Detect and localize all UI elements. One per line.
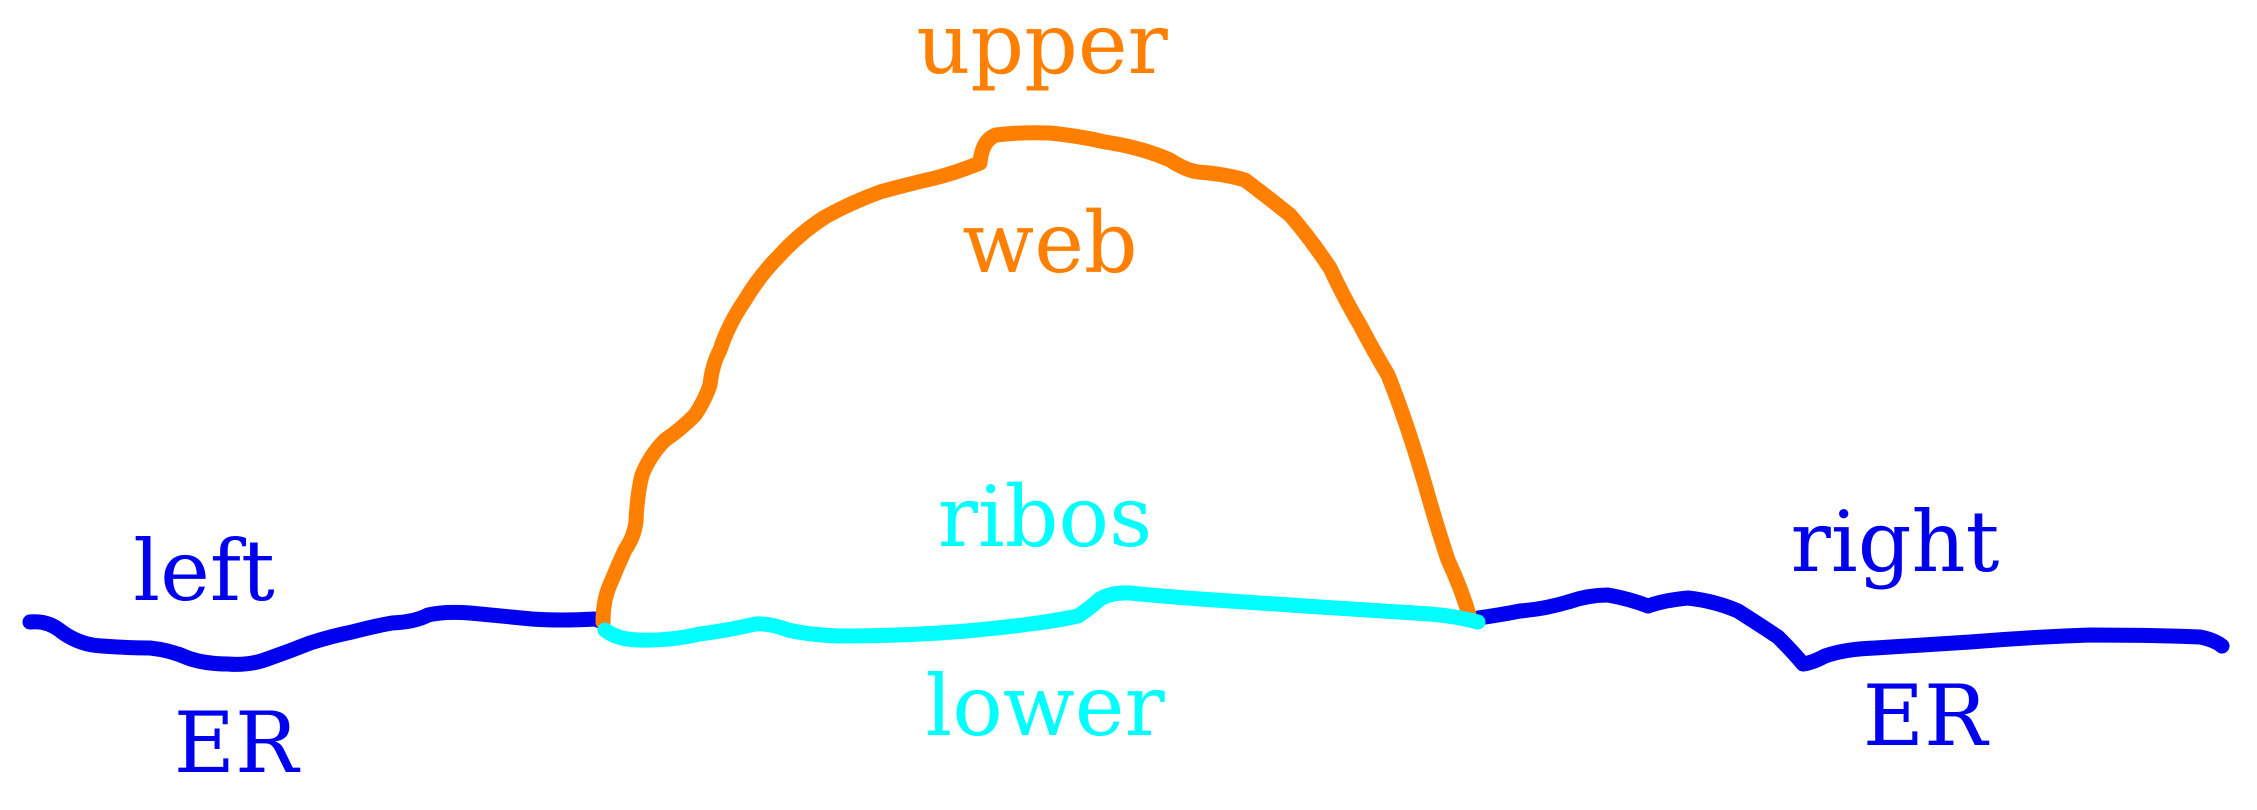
- left-er-membrane: [22, 604, 611, 672]
- right-er-label: ER: [1863, 667, 1990, 765]
- lower-label: lower: [925, 657, 1165, 755]
- left-label: left: [133, 522, 275, 620]
- right-label: right: [1791, 493, 2000, 591]
- upper-label: upper: [916, 0, 1168, 93]
- upper-web-membrane: [595, 125, 1478, 630]
- ribos-label: ribos: [938, 468, 1152, 566]
- lower-ribos-membrane: [597, 585, 1486, 648]
- left-er-label: ER: [174, 694, 301, 792]
- right-er-membrane: [1470, 587, 2230, 672]
- web-label: web: [962, 194, 1137, 292]
